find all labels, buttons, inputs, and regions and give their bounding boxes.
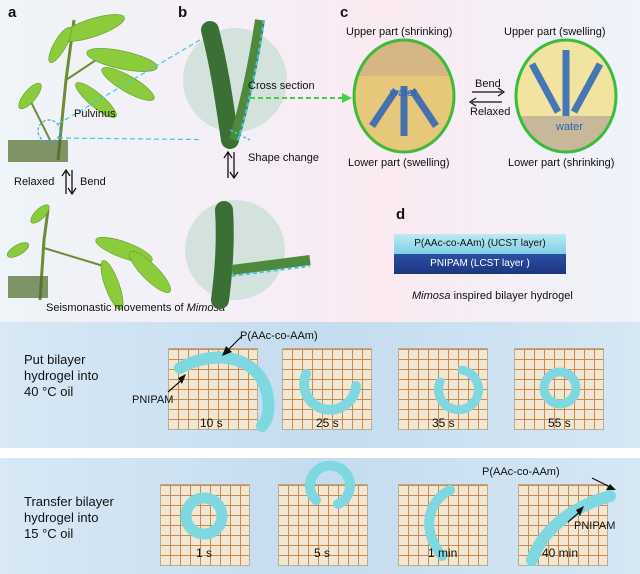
cross-section-diagrams: water water [250, 38, 618, 154]
cross-section-label: Cross section [248, 80, 315, 92]
bilayer-caption-species: Mimosa [412, 290, 451, 302]
mimosa-caption-prefix: Seismonastic movements of [46, 302, 187, 314]
row2-text: Transfer bilayer hydrogel into 15 °C oil [24, 494, 114, 542]
row2-text-line: hydrogel into [24, 510, 99, 525]
row1-photo-4 [514, 348, 604, 430]
pulvinus-label: Pulvinus [74, 108, 116, 120]
row1-text-line: 40 °C oil [24, 384, 74, 399]
bend-label-c: Bend [475, 78, 501, 90]
right-upper-label: Upper part (swelling) [504, 26, 606, 38]
lcst-layer: PNIPAM (LCST layer ) [394, 254, 566, 274]
panel-label-c: c [340, 4, 349, 21]
left-upper-label: Upper part (shrinking) [346, 26, 453, 38]
shape-change-label: Shape change [248, 152, 319, 164]
panel-label-a: a [8, 4, 17, 21]
mimosa-illustration [7, 14, 200, 310]
bilayer-caption-rest: inspired bilayer hydrogel [450, 290, 573, 302]
row1-text: Put bilayer hydrogel into 40 °C oil [24, 352, 98, 400]
row2-time-3: 1 min [428, 546, 458, 560]
panel-label-b: b [178, 4, 188, 21]
row1-pnipam-label: PNIPAM [132, 394, 174, 406]
row1-time-4: 55 s [548, 416, 571, 430]
right-lower-label: Lower part (shrinking) [508, 157, 615, 169]
relaxed-label-c: Relaxed [470, 106, 511, 118]
left-water-label: water [389, 87, 417, 99]
row2-gel-shapes [180, 460, 616, 566]
bilayer-caption: Mimosa inspired bilayer hydrogel [412, 290, 573, 302]
row1-time-2: 25 s [316, 416, 339, 430]
mimosa-relaxed-plant [8, 14, 158, 162]
pulvinus-closeups [183, 19, 311, 309]
row2-time-4: 40 min [542, 546, 579, 560]
row2-pnipam-label: PNIPAM [574, 520, 616, 532]
panel-label-d: d [396, 206, 406, 223]
row1-photo-3 [398, 348, 488, 430]
row1-top-label: P(AAc-co-AAm) [240, 330, 318, 342]
row2-text-line: Transfer bilayer [24, 494, 114, 509]
row2-text-line: 15 °C oil [24, 526, 74, 541]
ucst-layer: P(AAc-co-AAm) (UCST layer) [394, 234, 566, 254]
mimosa-bent-plant [7, 204, 171, 310]
row1-gel-shapes [167, 335, 581, 432]
bend-label: Bend [80, 176, 106, 188]
row2-photo-2 [278, 484, 368, 566]
relaxed-label: Relaxed [14, 176, 55, 188]
row1-text-line: Put bilayer [24, 352, 86, 367]
left-lower-label: Lower part (swelling) [348, 157, 450, 169]
row2-time-1: 1 s [196, 546, 213, 560]
right-water-label: water [555, 121, 583, 133]
row1-time-3: 35 s [432, 416, 455, 430]
relaxed-bend-arrows [61, 168, 77, 196]
row2-top-label: P(AAc-co-AAm) [482, 466, 560, 478]
row1-text-line: hydrogel into [24, 368, 99, 383]
row2-time-2: 5 s [314, 546, 331, 560]
row1-time-1: 10 s [200, 416, 223, 430]
